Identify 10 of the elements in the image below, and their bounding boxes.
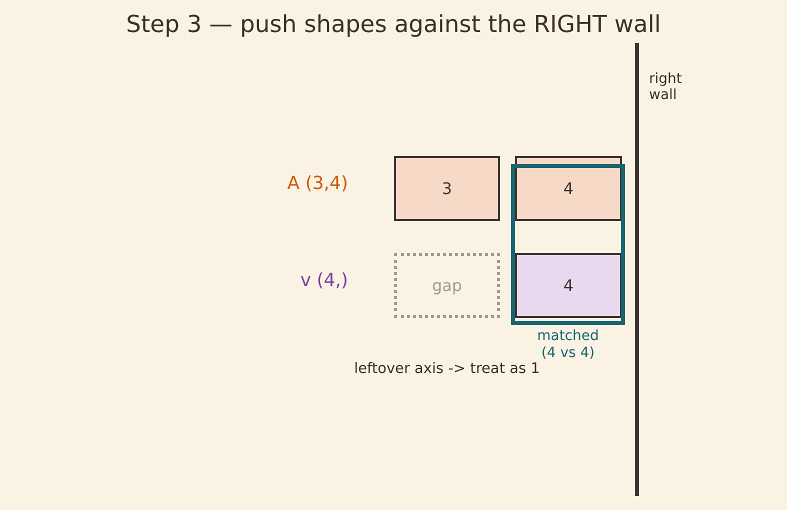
wall-label: right wall bbox=[649, 71, 682, 103]
shape-box: 4 bbox=[515, 253, 622, 318]
row-label: v (4,) bbox=[300, 270, 348, 292]
shape-box: 3 bbox=[394, 156, 500, 221]
gap-box: gap bbox=[394, 253, 500, 318]
note-text: leftover axis -> treat as 1 bbox=[354, 361, 540, 378]
title: Step 3 — push shapes against the RIGHT wall bbox=[126, 10, 661, 38]
match-caption: matched (4 vs 4) bbox=[536, 328, 600, 362]
row-label: A (3,4) bbox=[287, 173, 348, 195]
shape-box: 4 bbox=[515, 156, 622, 221]
